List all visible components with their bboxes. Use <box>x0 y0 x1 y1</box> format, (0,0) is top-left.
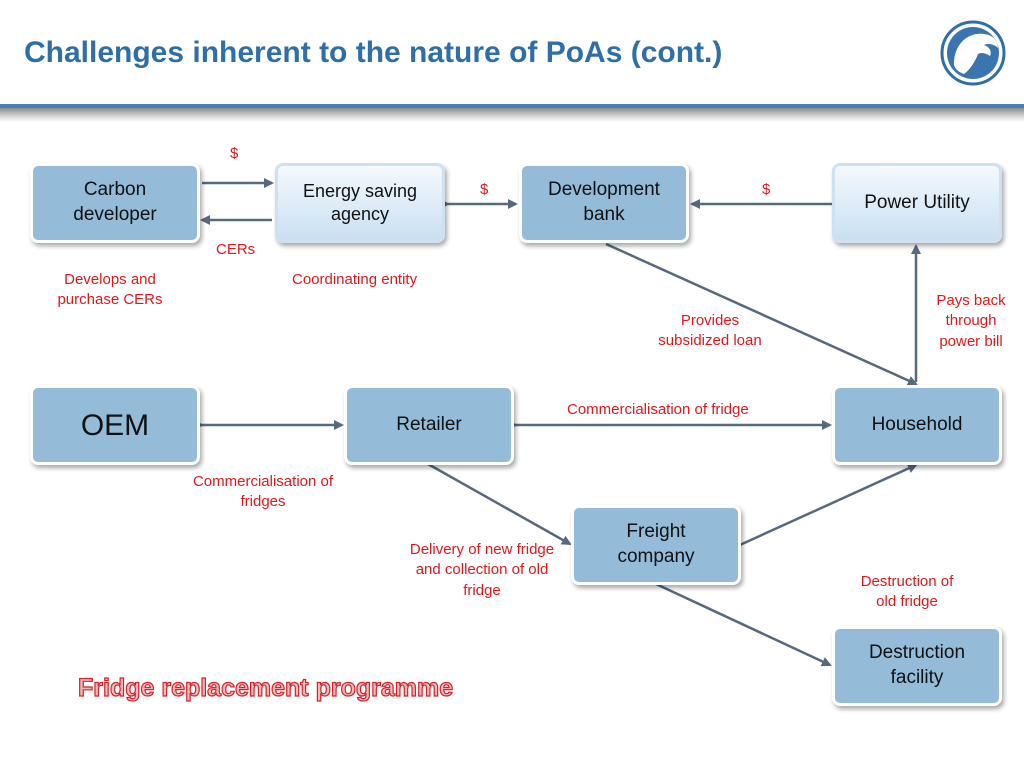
node-freight-company: Freight company <box>571 505 741 585</box>
arrow-retailer-to-freight <box>427 462 572 546</box>
header-rule <box>0 104 1024 108</box>
label-destruction-old: Destruction of old fridge <box>860 573 954 611</box>
node-retailer-label: Retailer <box>396 413 462 435</box>
eagle-logo-icon <box>940 20 1006 86</box>
node-freight-company-label: Freight company <box>617 521 695 567</box>
node-retailer: Retailer <box>344 385 514 465</box>
label-dollar-carbon: $ <box>230 145 239 162</box>
arrow-freight-household-bidirectional <box>732 463 918 552</box>
label-dollar-utility: $ <box>762 181 771 198</box>
node-household: Household <box>832 385 1002 465</box>
label-develops: Develops and purchase CERs <box>57 271 163 309</box>
node-destruction-facility-label: Destruction facility <box>868 642 966 688</box>
label-provides-loan: Provides subsidized loan <box>658 312 762 350</box>
arrow-freight-to-destruction <box>655 582 832 667</box>
node-oem: OEM <box>30 385 200 465</box>
header: Challenges inherent to the nature of PoA… <box>0 0 1024 104</box>
header-shadow <box>0 108 1024 122</box>
label-coordinating: Coordinating entity <box>292 271 418 288</box>
label-commercialisation-fridges: Commercialisation of fridges <box>192 473 334 511</box>
node-development-bank: Development bank <box>519 163 689 243</box>
node-energy-saving-agency-label: Energy saving agency <box>302 180 418 224</box>
node-destruction-facility: Destruction facility <box>832 626 1002 706</box>
node-power-utility-label: Power Utility <box>864 191 970 213</box>
node-energy-saving-agency: Energy saving agency <box>275 163 445 243</box>
label-cers: CERs <box>216 241 256 258</box>
node-carbon-developer: Carbon developer <box>30 163 200 243</box>
label-delivery: Delivery of new fridge and collection of… <box>409 541 555 599</box>
node-household-label: Household <box>871 413 963 435</box>
label-commercialisation-fridge: Commercialisation of fridge <box>567 401 749 418</box>
label-pays-back: Pays back through power bill <box>936 292 1006 350</box>
arrow-bank-to-household <box>605 242 918 386</box>
node-power-utility: Power Utility <box>832 163 1002 243</box>
node-carbon-developer-label: Carbon developer <box>73 179 157 225</box>
node-development-bank-label: Development bank <box>548 179 660 225</box>
programme-title: Fridge replacement programme <box>77 673 454 702</box>
node-oem-label: OEM <box>80 408 150 442</box>
label-dollar-bank: $ <box>480 181 489 198</box>
page-title: Challenges inherent to the nature of PoA… <box>24 36 723 69</box>
